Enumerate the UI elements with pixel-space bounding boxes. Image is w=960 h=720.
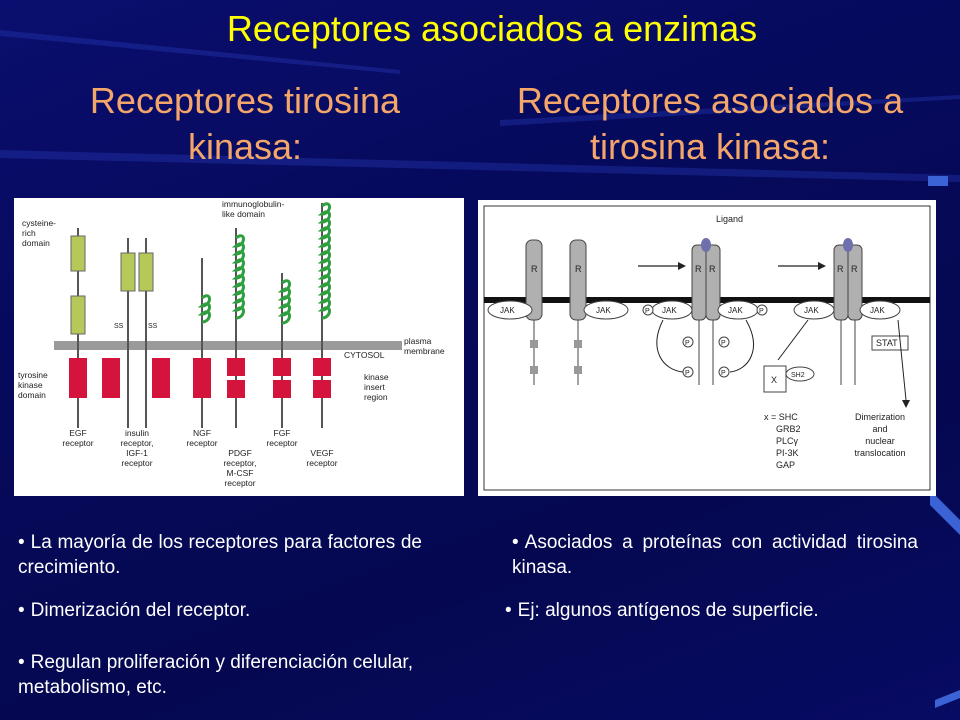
x-list-2: PLCγ	[776, 436, 799, 446]
label-kinase-insert-0: kinase	[364, 372, 389, 382]
svg-text:R: R	[531, 264, 538, 274]
label-kinase-insert-2: region	[364, 392, 388, 402]
receptor-monomer-2: R	[569, 239, 587, 385]
bullet-text: La mayoría de los receptores para factor…	[18, 532, 422, 578]
dimerization-1: and	[872, 424, 887, 434]
svg-text:R: R	[851, 264, 858, 274]
bullet-dot: •	[505, 600, 512, 621]
label-tyrosine-1: kinase	[18, 380, 43, 390]
bullet-text: Dimerización del receptor.	[30, 600, 251, 621]
insulin-caption-3: receptor	[121, 458, 152, 468]
bullet-text: Regulan proliferación y diferenciación c…	[18, 652, 413, 698]
egf-caption-1: receptor	[62, 438, 93, 448]
bullet-right-1: •Asociados a proteínas con actividad tir…	[512, 530, 918, 580]
egf-caption-0: EGF	[69, 428, 86, 438]
sh2-label: SH2	[791, 372, 805, 379]
bullet-text: Asociados a proteínas con actividad tiro…	[512, 532, 918, 578]
jak-label-6: JAK	[870, 306, 885, 315]
x-list-4: GAP	[776, 460, 795, 470]
dimerization-0: Dimerization	[855, 412, 905, 422]
bullet-dot: •	[18, 532, 25, 553]
ss-label-2: SS	[148, 323, 158, 330]
insulin-caption-1: receptor,	[120, 438, 153, 448]
bullet-left-3: •Regulan proliferación y diferenciación …	[18, 650, 438, 700]
ngf-caption-0: NGF	[193, 428, 211, 438]
dimerization-2: nuclear	[865, 436, 895, 446]
svg-text:P: P	[685, 370, 690, 377]
label-cytosol: CYTOSOL	[344, 350, 385, 360]
label-kinase-insert-1: insert	[364, 382, 385, 392]
right-heading: Receptores asociados a tirosina kinasa:	[516, 80, 904, 167]
ngf-caption-1: receptor	[186, 438, 217, 448]
egf-receptor	[69, 228, 87, 428]
svg-text:P: P	[721, 340, 726, 347]
label-plasma-0: plasma	[404, 336, 432, 346]
fgf-caption-1: receptor	[266, 438, 297, 448]
bullet-right-2: •Ej: algunos antígenos de superficie.	[505, 598, 925, 623]
bullet-dot: •	[18, 600, 25, 621]
receptor-dimer-1: R R	[691, 238, 721, 385]
ligand-label: Ligand	[716, 214, 743, 224]
x-list-3: PI-3K	[776, 448, 799, 458]
jak-label-5: JAK	[804, 306, 819, 315]
svg-text:P: P	[721, 370, 726, 377]
label-cysteine-0: cysteine-	[22, 218, 56, 228]
label-tyrosine-0: tyrosine	[18, 370, 48, 380]
insulin-receptor: SS SS	[102, 238, 170, 428]
jak-label-4: JAK	[728, 306, 743, 315]
plasma-membrane	[54, 341, 402, 350]
x-list-1: GRB2	[776, 424, 801, 434]
pdgf-caption-1: receptor,	[223, 458, 256, 468]
stat-label: STAT	[876, 338, 898, 348]
ngf-receptor	[193, 258, 211, 428]
pdgf-receptor	[227, 228, 245, 428]
svg-text:P: P	[759, 308, 764, 315]
bullet-left-1: •La mayoría de los receptores para facto…	[18, 530, 422, 580]
fgf-receptor	[273, 273, 291, 428]
receptor-monomer-1: R	[525, 239, 543, 385]
svg-text:R: R	[837, 264, 844, 274]
receptor-tyrosine-kinase-diagram: cysteine- rich domain immunoglobulin- li…	[14, 198, 464, 496]
left-heading: Receptores tirosina kinasa:	[89, 80, 401, 167]
svg-text:R: R	[575, 264, 582, 274]
slide-title: Receptores asociados a enzimas	[226, 8, 758, 49]
bullet-dot: •	[18, 652, 25, 673]
bullet-dot: •	[512, 532, 519, 553]
pdgf-caption-2: M-CSF	[227, 468, 254, 478]
dimerization-3: translocation	[854, 448, 905, 458]
insulin-caption-2: IGF-1	[126, 448, 148, 458]
vegf-caption-1: receptor	[306, 458, 337, 468]
bullet-text: Ej: algunos antígenos de superficie.	[517, 600, 819, 621]
ss-label-1: SS	[114, 323, 124, 330]
label-immuno-0: immunoglobulin-	[222, 199, 285, 209]
vegf-receptor	[313, 202, 331, 428]
svg-text:P: P	[685, 340, 690, 347]
insulin-caption-0: insulin	[125, 428, 149, 438]
x-label: X	[771, 375, 777, 385]
svg-text:R: R	[695, 264, 702, 274]
label-immuno-1: like domain	[222, 209, 265, 219]
x-list-0: x = SHC	[764, 412, 798, 422]
label-plasma-1: membrane	[404, 346, 445, 356]
bullet-left-2: •Dimerización del receptor.	[18, 598, 422, 623]
fgf-caption-0: FGF	[274, 428, 291, 438]
svg-text:P: P	[645, 308, 650, 315]
jak-stat-diagram: Ligand R R JAK JAK R R	[478, 200, 936, 496]
label-cysteine-2: domain	[22, 238, 50, 248]
vegf-caption-0: VEGF	[310, 448, 333, 458]
label-cysteine-1: rich	[22, 228, 36, 238]
pdgf-caption-3: receptor	[224, 478, 255, 488]
jak-label-3: JAK	[662, 306, 677, 315]
label-tyrosine-2: domain	[18, 390, 46, 400]
pdgf-caption-0: PDGF	[228, 448, 252, 458]
jak-label-1: JAK	[500, 306, 515, 315]
receptor-dimer-2: R R	[833, 238, 863, 385]
jak-label-2: JAK	[596, 306, 611, 315]
svg-text:R: R	[709, 264, 716, 274]
